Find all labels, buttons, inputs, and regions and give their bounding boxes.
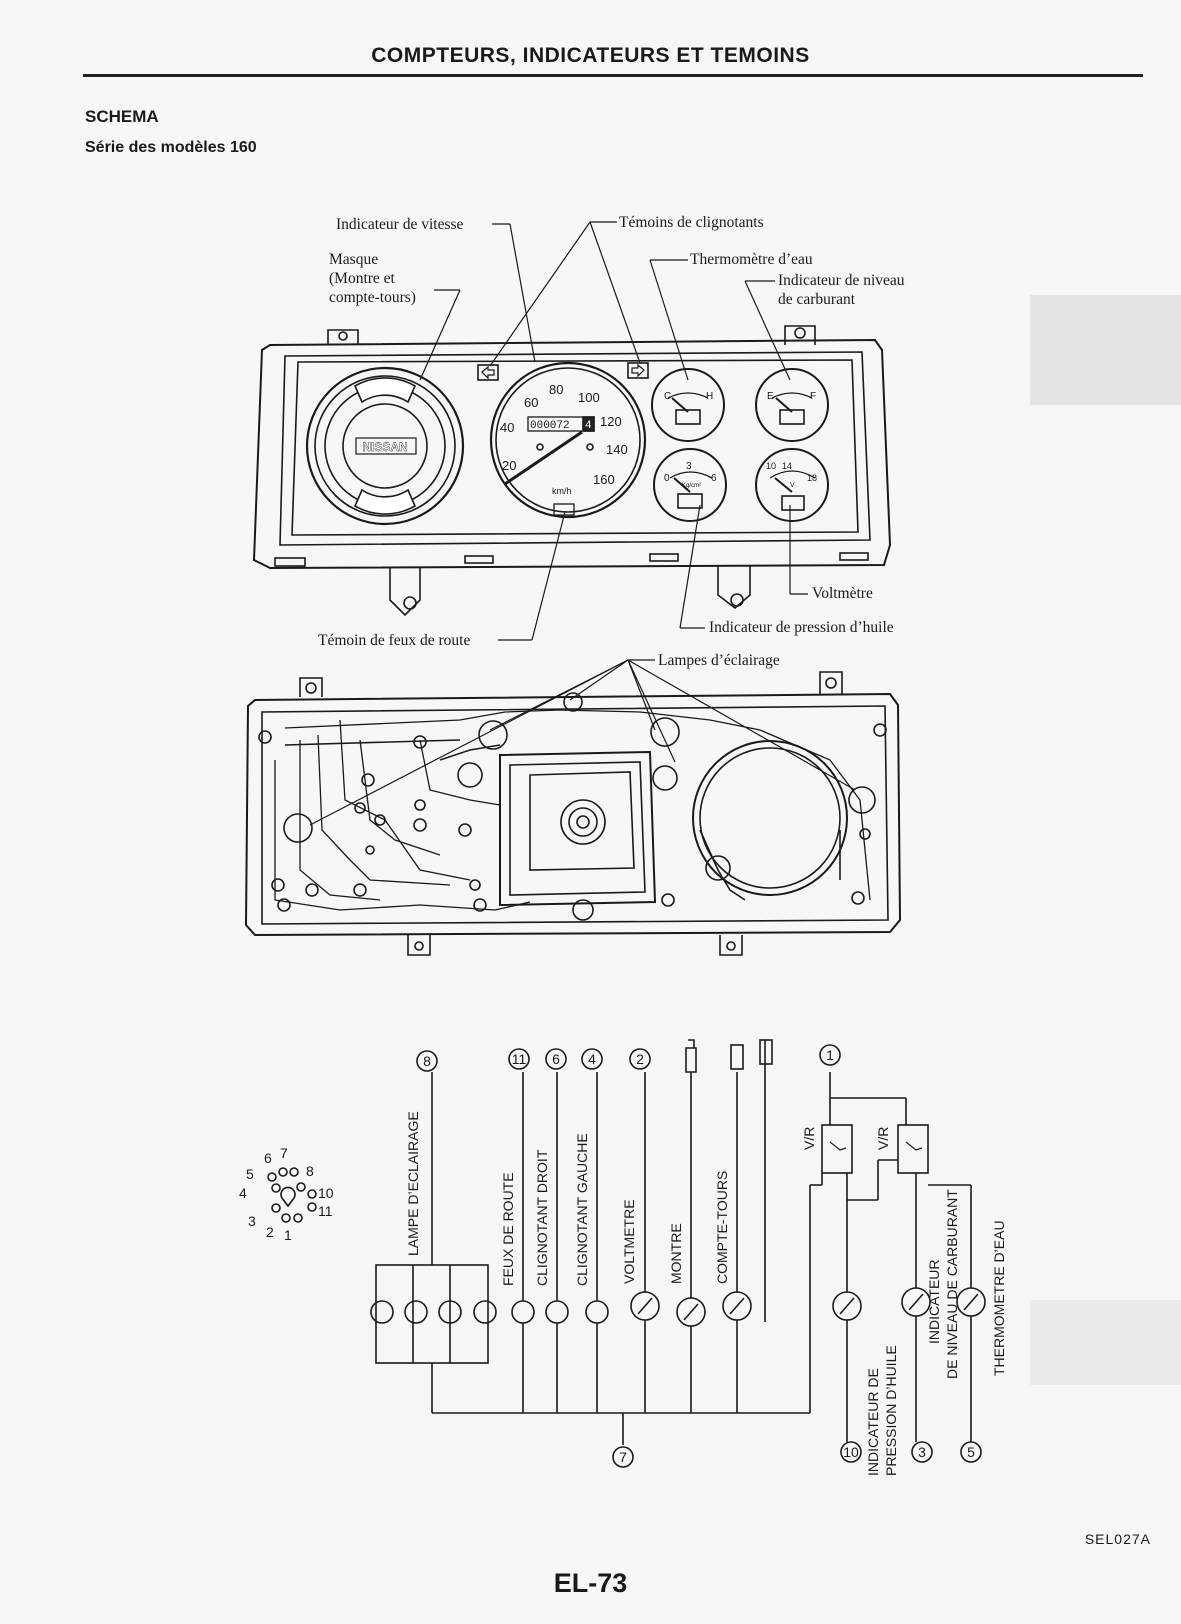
scan-shadow [1030, 295, 1181, 405]
gauge-text: NISSAN 20 40 60 80 100 120 140 160 00007… [362, 382, 817, 496]
page-title: COMPTEURS, INDICATEURS ET TEMOINS [371, 44, 810, 67]
pin-number: 7 [280, 1145, 288, 1161]
oil-min-mark: 0 [664, 473, 670, 484]
speed-tick: 80 [549, 382, 563, 397]
volt-18-mark: 18 [807, 473, 817, 483]
wiring-diagram [267, 1039, 986, 1445]
callout-high-beam: Témoin de feux de route [318, 632, 471, 649]
label-water-temp: THERMOMETRE D’EAU [991, 1220, 1007, 1376]
label-tachometer: COMPTE-TOURS [714, 1171, 730, 1284]
pin-number: 3 [248, 1213, 256, 1229]
wiring-text: 8 11 6 4 2 1 7 10 3 5 6 7 8 5 4 10 11 3 … [239, 1047, 1007, 1476]
terminal-number: 11 [512, 1051, 527, 1067]
temp-cold-mark: C [664, 391, 671, 402]
callout-fuel-2: de carburant [778, 291, 856, 308]
label-right-signal: CLIGNOTANT DROIT [534, 1149, 550, 1286]
leader-lines-upper [309, 221, 856, 826]
callout-oil-pressure: Indicateur de pression d’huile [709, 619, 894, 636]
callout-turn-signal: Témoins de clignotants [619, 214, 764, 231]
connector-pinout [267, 1167, 317, 1223]
speed-tick: 60 [524, 395, 538, 410]
scan-shadow [1030, 1300, 1181, 1385]
callout-water-temp: Thermomètre d’eau [690, 251, 813, 268]
callout-voltmeter: Voltmètre [812, 585, 873, 602]
terminal-number: 6 [552, 1051, 560, 1067]
temp-hot-mark: H [706, 391, 713, 402]
label-lamp: LAMPE D’ECLAIRAGE [405, 1111, 421, 1256]
terminal-number: 2 [636, 1051, 644, 1067]
oil-mid-mark: 3 [686, 461, 692, 472]
figure-code: SEL027A [1084, 1531, 1151, 1547]
label-left-signal: CLIGNOTANT GAUCHE [574, 1133, 590, 1286]
speed-unit: km/h [552, 486, 572, 496]
relay-label: V/R [875, 1127, 891, 1150]
speed-tick: 100 [578, 390, 600, 405]
brand-logo: NISSAN [362, 440, 407, 454]
volt-10-mark: 10 [766, 461, 776, 471]
label-fuel-2: DE NIVEAU DE CARBURANT [944, 1189, 960, 1379]
speed-tick: 40 [500, 420, 514, 435]
volt-14-mark: 14 [782, 461, 792, 471]
speed-tick: 20 [502, 458, 516, 473]
pin-number: 1 [284, 1227, 292, 1243]
oil-max-mark: 6 [711, 473, 717, 484]
label-clock: MONTRE [668, 1223, 684, 1284]
label-fuel-1: INDICATEUR [926, 1259, 942, 1344]
fuel-full-mark: F [810, 391, 816, 402]
pin-number: 2 [266, 1224, 274, 1240]
title-rule [83, 74, 1143, 77]
odometer-reading: 000072 [530, 420, 570, 432]
callout-illumination: Lampes d’éclairage [658, 652, 780, 669]
label-high-beam: FEUX DE ROUTE [500, 1172, 516, 1286]
oil-unit: Kg/cm² [682, 483, 701, 489]
terminal-number: 3 [918, 1444, 926, 1460]
callout-mask-3: compte-tours) [329, 289, 416, 306]
ground-number: 7 [619, 1449, 627, 1465]
terminal-number: 5 [967, 1444, 975, 1460]
pin-number: 5 [246, 1166, 254, 1182]
pin-number: 6 [264, 1150, 272, 1166]
label-oil-2: PRESSION D’HUILE [883, 1345, 899, 1476]
speed-tick: 160 [593, 472, 615, 487]
fuel-empty-mark: E [767, 391, 774, 402]
lamp-symbols [370, 1300, 609, 1324]
pin-number: 4 [239, 1185, 247, 1201]
section-heading: SCHEMA [85, 107, 159, 126]
pin-number: 10 [318, 1185, 334, 1201]
terminal-number: 1 [826, 1047, 834, 1063]
pin-number: 8 [306, 1163, 314, 1179]
callout-speedometer: Indicateur de vitesse [336, 216, 464, 233]
page-number: EL-73 [553, 1568, 628, 1598]
odometer-tenths: 4 [585, 420, 592, 432]
speed-tick: 140 [606, 442, 628, 457]
terminal-number-circles [416, 1044, 982, 1468]
callout-fuel-1: Indicateur de niveau [778, 272, 905, 289]
label-oil-1: INDICATEUR DE [865, 1368, 881, 1476]
terminal-number: 10 [843, 1444, 859, 1460]
callout-mask-2: (Montre et [329, 270, 395, 287]
section-subheading: Série des modèles 160 [85, 139, 257, 156]
cluster-front [252, 325, 892, 617]
cluster-back [244, 671, 902, 956]
volt-unit: V [790, 482, 795, 489]
pin-number: 11 [318, 1203, 333, 1219]
speed-tick: 120 [600, 414, 622, 429]
callout-mask-1: Masque [329, 251, 379, 268]
label-voltmeter: VOLTMETRE [621, 1199, 637, 1284]
relay-label: V/R [801, 1127, 817, 1150]
terminal-number: 8 [423, 1053, 431, 1069]
terminal-number: 4 [588, 1051, 596, 1067]
